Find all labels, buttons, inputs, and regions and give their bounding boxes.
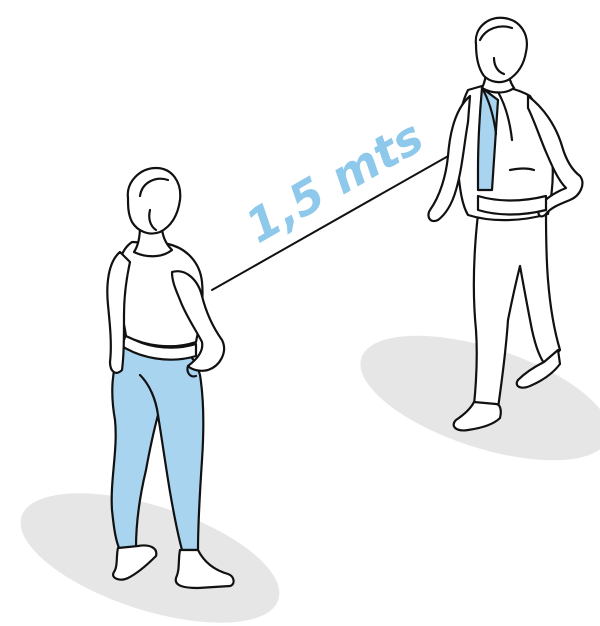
woman-head — [128, 168, 180, 234]
man-shadow — [346, 310, 600, 485]
